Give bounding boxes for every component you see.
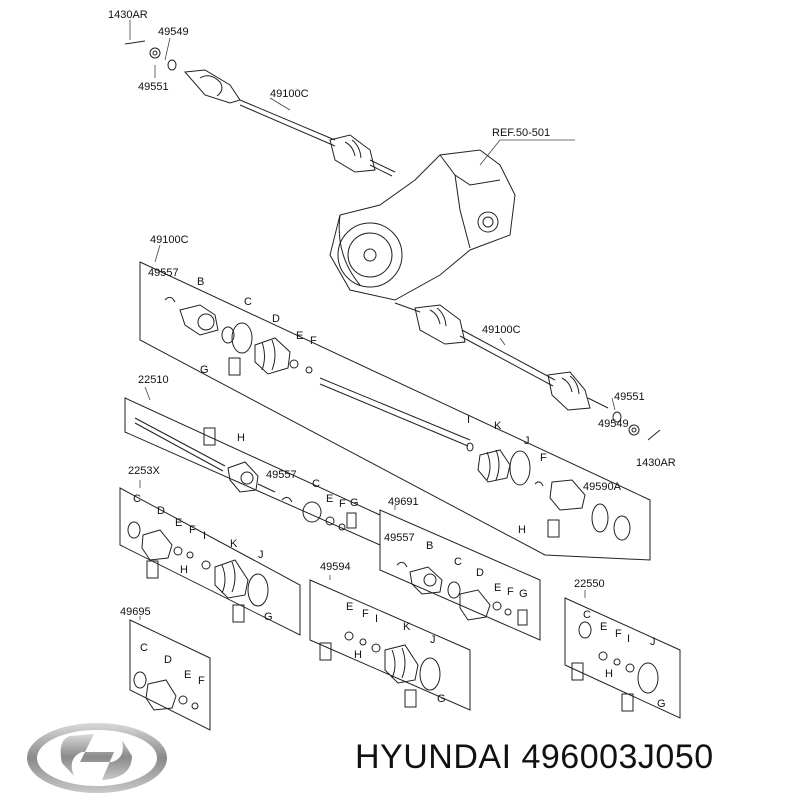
label-box-2253x-d: D <box>157 505 165 517</box>
label-box-49691: 49691 <box>388 496 419 508</box>
label-box-49691-b: B <box>426 540 433 552</box>
label-kit-main-e: E <box>296 330 303 342</box>
panel-inner-shaft <box>164 296 631 541</box>
label-box-22550-j: J <box>650 636 656 648</box>
label-box-49691-e: E <box>494 582 501 594</box>
right-drive-shaft <box>394 302 661 441</box>
label-box-22550-i: I <box>627 633 630 645</box>
label-box-2253x-e: E <box>175 517 182 529</box>
label-right-shaft: 49100C <box>482 324 521 336</box>
label-box-2253x-i: I <box>203 530 206 542</box>
label-box-22550: 22550 <box>574 578 605 590</box>
label-box-49691-f: F <box>507 586 514 598</box>
label-box-49594-h: H <box>354 649 362 661</box>
label-kit-right-f: F <box>540 452 547 464</box>
label-kit-right-k: K <box>494 420 502 432</box>
top-drive-shaft <box>124 40 396 177</box>
label-box-2253x-k: K <box>230 538 238 550</box>
label-box-49695-d: D <box>164 654 172 666</box>
panel-22510-outline <box>124 397 381 546</box>
box-49691-outline <box>379 509 541 641</box>
part-labels: 1430AR 49549 49551 49100C REF.50-501 491… <box>108 9 676 710</box>
label-box-2253x-j: J <box>258 549 264 561</box>
box-2253x-outline <box>119 487 301 636</box>
label-top-washer: 49549 <box>158 26 189 38</box>
label-kit-main-g: G <box>200 364 209 376</box>
label-top-shaft: 49100C <box>270 88 309 100</box>
label-box-22550-f: F <box>615 628 622 640</box>
label-box-49594-i: I <box>375 613 378 625</box>
label-kit-main: 49100C <box>150 234 189 246</box>
box-49594-parts <box>319 631 441 708</box>
label-box-49691-c: C <box>454 556 462 568</box>
differential-housing <box>329 149 516 301</box>
hyundai-logo-icon <box>27 723 167 793</box>
label-box-2253x-h: H <box>180 564 188 576</box>
label-box-2253x-f: F <box>189 524 196 536</box>
label-kit-main-d: D <box>272 313 280 325</box>
label-shaft-22510-clip: 49557 <box>266 469 297 481</box>
label-kit-right-j: J <box>524 435 530 447</box>
label-right-nut: 49551 <box>614 391 645 403</box>
label-box-49695-c: C <box>140 642 148 654</box>
label-right-washer: 49549 <box>598 418 629 430</box>
label-kit-main-b: B <box>197 276 204 288</box>
label-top-bolt: 1430AR <box>108 9 148 21</box>
label-shaft-22510-c: C <box>312 478 320 490</box>
label-shaft-22510-f: F <box>339 498 346 510</box>
label-box-49594-g: G <box>437 693 446 705</box>
label-box-22550-e: E <box>600 621 607 633</box>
label-box-49691-clip: 49557 <box>384 532 415 544</box>
label-box-49695-f: F <box>198 675 205 687</box>
label-box-22550-g: G <box>657 698 666 710</box>
box-22550-outline <box>564 597 681 719</box>
label-shaft-22510: 22510 <box>138 374 169 386</box>
label-box-49594-j: J <box>430 634 436 646</box>
label-shaft-22510-g: G <box>350 497 359 509</box>
box-49695-parts <box>133 671 199 711</box>
label-kit-right-a: 49590A <box>583 481 622 493</box>
label-kit-main-c: C <box>244 296 252 308</box>
label-kit-main-clip: 49557 <box>148 267 179 279</box>
label-ref: REF.50-501 <box>492 127 550 139</box>
label-box-22550-h: H <box>605 668 613 680</box>
label-box-49691-g: G <box>519 588 528 600</box>
panel-49100c-outline <box>139 261 651 561</box>
label-box-49695-e: E <box>184 669 191 681</box>
label-box-49594-e: E <box>346 601 353 613</box>
label-kit-right-h: H <box>518 524 526 536</box>
label-box-2253x-g: G <box>264 611 273 623</box>
label-box-49594: 49594 <box>320 561 351 573</box>
label-shaft-22510-e: E <box>326 493 333 505</box>
leader-lines <box>129 20 616 620</box>
box-49691-parts <box>396 561 528 626</box>
box-49594-outline <box>309 579 471 711</box>
box-2253x-parts <box>127 521 269 623</box>
label-box-49594-k: K <box>403 621 411 633</box>
label-right-bolt: 1430AR <box>636 457 676 469</box>
box-22550-parts <box>571 621 659 712</box>
label-box-49695: 49695 <box>120 606 151 618</box>
label-box-49691-d: D <box>476 567 484 579</box>
label-top-nut: 49551 <box>138 81 169 93</box>
label-box-2253x-c: C <box>133 493 141 505</box>
label-kit-main-f: F <box>310 335 317 347</box>
label-shaft-22510-h: H <box>237 432 245 444</box>
label-kit-right-i: I <box>467 414 470 426</box>
label-box-22550-c: C <box>583 609 591 621</box>
box-49695-outline <box>129 619 211 731</box>
panel-22510-parts <box>134 417 357 531</box>
label-box-2253x: 2253X <box>128 465 160 477</box>
label-box-49594-f: F <box>362 608 369 620</box>
product-title: HYUNDAI 496003J050 <box>355 738 714 776</box>
